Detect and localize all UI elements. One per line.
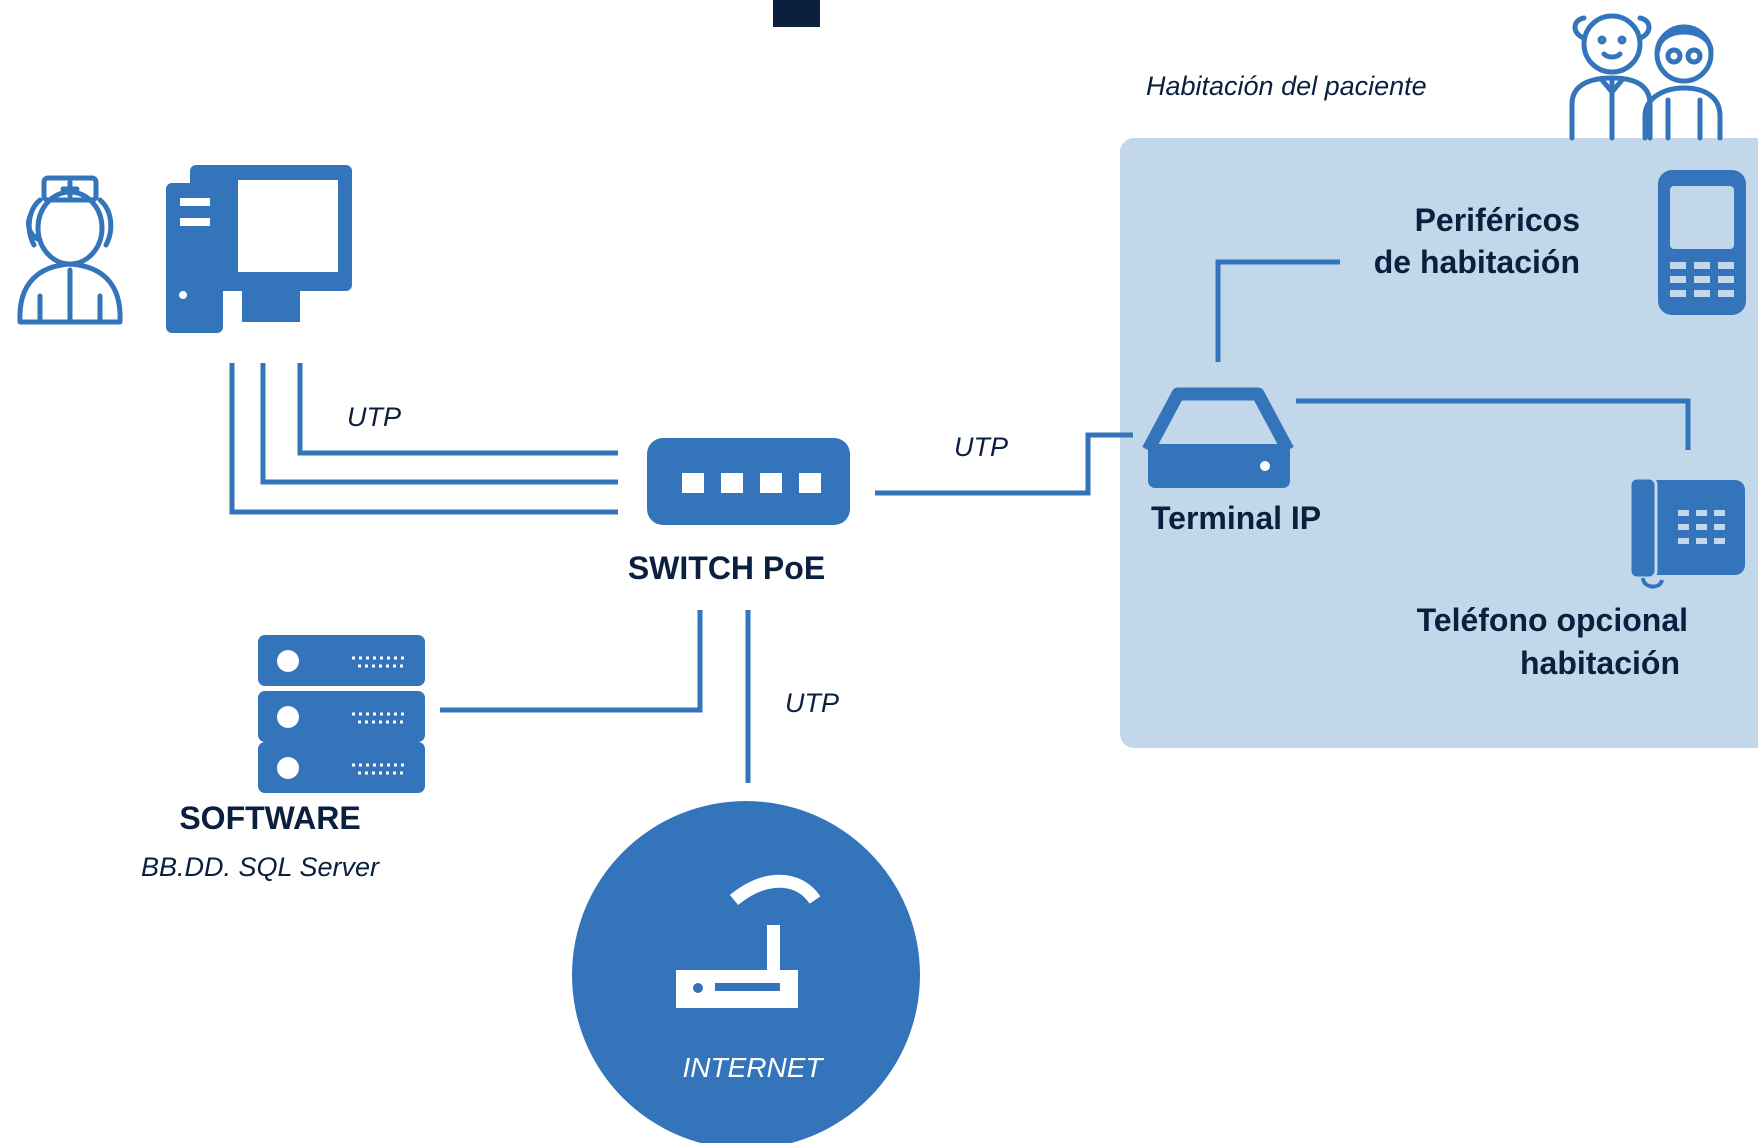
switch-label: SWITCH PoE: [627, 550, 826, 586]
utp-label-internet: UTP: [785, 688, 839, 718]
phone-label-line1: Teléfono opcional: [1416, 602, 1688, 638]
nurse-icon: [17, 175, 123, 325]
desk-phone-icon: [1628, 476, 1745, 589]
connection-lines: [229, 259, 1691, 783]
peripherals-link: [1215, 259, 1340, 362]
top-marker: [773, 0, 820, 27]
terminal-icon: [1142, 387, 1294, 488]
utp-label-room: UTP: [954, 432, 1008, 462]
switch-icon: [647, 438, 850, 525]
internet-label: INTERNET: [682, 1052, 823, 1083]
utp-cable-3: [229, 363, 618, 515]
mobile-phone-icon: [1658, 170, 1746, 315]
room-title: Habitación del paciente: [1146, 71, 1427, 101]
patients-icon: [1569, 13, 1723, 141]
software-title: SOFTWARE: [179, 800, 361, 836]
server-icon: [258, 635, 425, 793]
peripherals-label-line2: de habitación: [1373, 244, 1580, 280]
patient-room-panel: [1120, 138, 1758, 748]
peripherals-label-line1: Periféricos: [1414, 202, 1580, 238]
phone-label-line2: habitación: [1519, 645, 1680, 681]
terminal-label: Terminal IP: [1151, 500, 1322, 536]
utp-cable-room: [875, 432, 1133, 496]
utp-label-workstation: UTP: [347, 402, 401, 432]
server-link: [440, 610, 703, 713]
software-subtitle: BB.DD. SQL Server: [140, 852, 380, 882]
computer-icon: [166, 165, 352, 333]
phone-link: [1296, 398, 1691, 450]
utp-cable-1: [297, 363, 618, 456]
router-icon: [676, 874, 821, 1008]
utp-cable-2: [260, 363, 618, 485]
